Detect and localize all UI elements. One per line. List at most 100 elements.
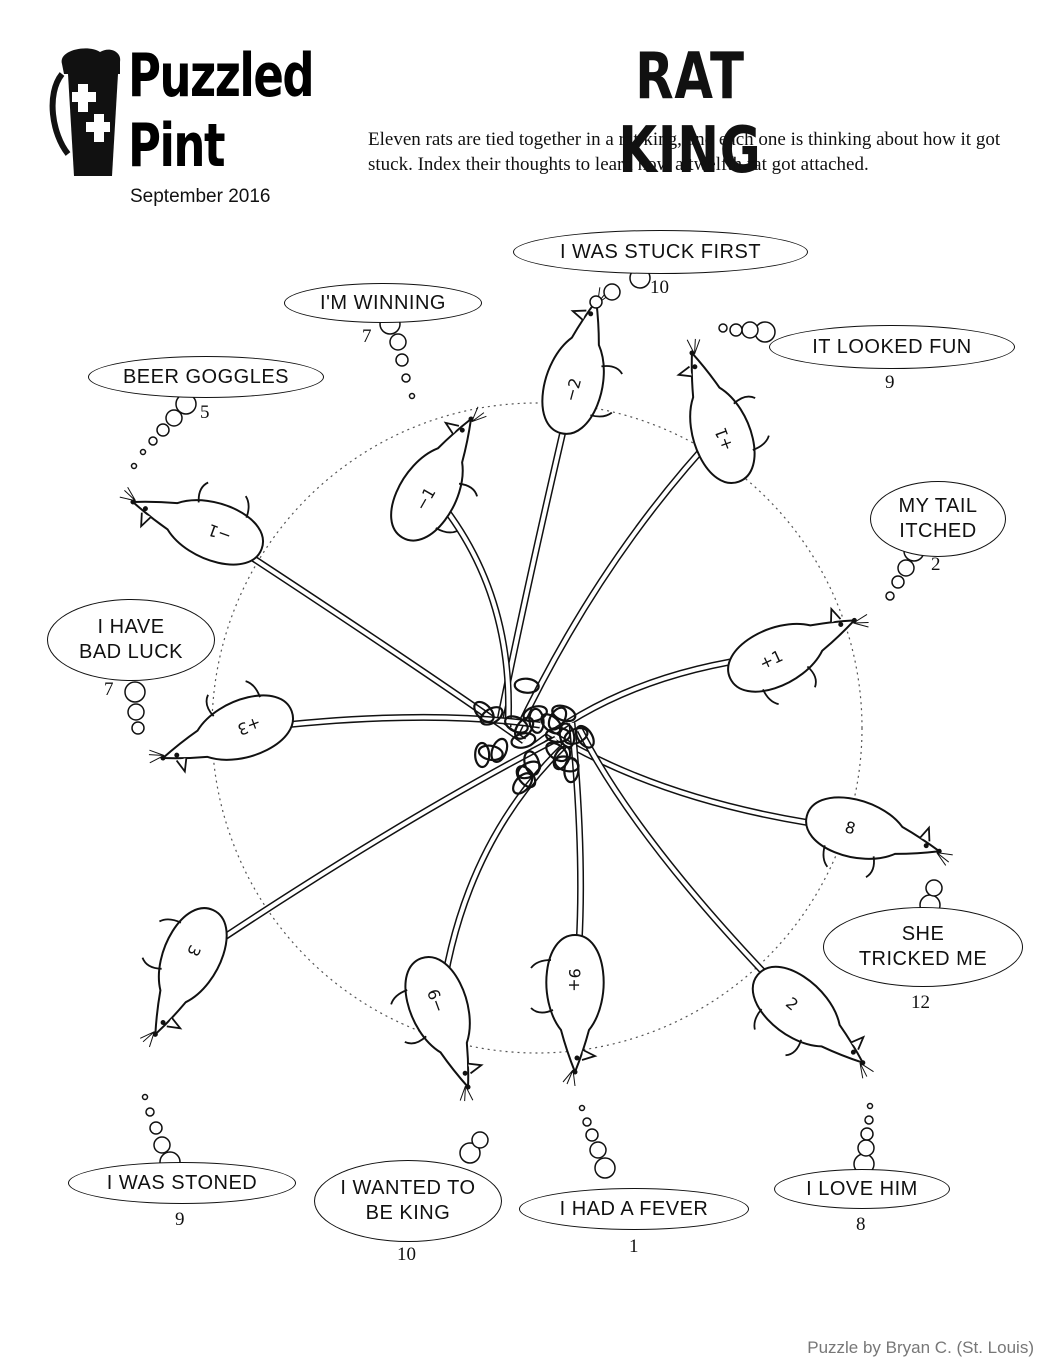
rat-whiskers: [562, 1069, 576, 1087]
rat-tail-inner: [188, 737, 557, 962]
rat-eye: [174, 752, 180, 758]
rat-ear: [830, 606, 842, 623]
rat: 9+: [530, 933, 605, 1087]
thought-number: 9: [885, 372, 895, 393]
knot-loop: [515, 765, 537, 789]
rat-body: [130, 499, 265, 566]
rat-ear: [581, 1049, 598, 1061]
tangled-tails: [188, 379, 861, 1013]
thought-trail-dot: [408, 392, 416, 400]
thought-text: MY TAIL ITCHED: [898, 495, 978, 542]
thought-bubble-tail-itched: MY TAIL ITCHED: [870, 481, 1006, 557]
rat-ear: [467, 1062, 484, 1075]
thought-trail-dot: [589, 295, 603, 309]
thought-trail-dot: [395, 353, 409, 367]
thought-bubble-winning: I'M WINNING: [284, 283, 482, 323]
knot-loop: [474, 741, 491, 769]
thought-trail-dot: [589, 1141, 607, 1159]
rat-legs: [590, 365, 623, 418]
rat-whiskers: [148, 749, 165, 764]
rat-ear: [676, 365, 693, 378]
tail-knot: [473, 677, 595, 795]
page-title: RAT KING: [618, 40, 762, 188]
thought-number: 10: [397, 1244, 416, 1265]
thought-number: 9: [175, 1209, 185, 1230]
knot-loop: [490, 737, 509, 763]
rat-ear: [850, 1035, 866, 1050]
thought-trail-dot: [149, 1121, 163, 1135]
rat-eye: [160, 1019, 166, 1025]
thought-bubble-bad-luck: I HAVE BAD LUCK: [47, 599, 215, 681]
knot-loop: [563, 757, 580, 784]
thought-trail-dot: [130, 462, 138, 470]
thought-text: SHE TRICKED ME: [858, 923, 988, 970]
thought-trail-dot: [891, 575, 905, 589]
logo-word-pint: Pint: [128, 111, 225, 181]
rat-body: [390, 416, 473, 542]
rat-eye: [588, 311, 594, 317]
thought-number: 12: [911, 992, 930, 1013]
thought-number: 5: [200, 402, 210, 423]
rat: 2: [751, 965, 874, 1079]
rat-label: 8: [843, 817, 858, 838]
thought-bubble-love-him: I LOVE HIM: [774, 1169, 950, 1209]
knot-loop: [513, 716, 535, 740]
rat-legs: [822, 845, 875, 878]
thought-number: 8: [856, 1214, 866, 1235]
rat-whiskers: [936, 852, 953, 866]
rat: +1: [727, 606, 869, 706]
thought-trail-dot: [866, 1102, 874, 1110]
thought-number: 2: [931, 554, 941, 575]
rat-ear: [175, 757, 188, 774]
puzzled-pint-logo: Puzzled Pint September 2016: [48, 44, 318, 214]
thought-trail-dot: [578, 1104, 586, 1112]
rat-eye: [850, 1049, 856, 1055]
rat: 3: [140, 907, 228, 1048]
thought-trail-dot: [864, 1115, 874, 1125]
thought-trail-dot: [165, 409, 183, 427]
rat-legs: [753, 1008, 803, 1057]
rat-whiskers: [853, 614, 869, 628]
logo-word-puzzled: Puzzled: [128, 41, 315, 111]
rat-legs: [762, 665, 817, 706]
puzzle-credit: Puzzle by Bryan C. (St. Louis): [807, 1338, 1034, 1357]
rat-tail-inner: [514, 428, 722, 735]
thought-trail-dot: [718, 323, 728, 333]
rat-whiskers: [459, 1085, 474, 1102]
rat-legs: [141, 918, 182, 970]
rat-ear: [570, 309, 587, 321]
rat-eye: [142, 506, 148, 512]
thought-number: 7: [362, 326, 372, 347]
thought-trail-dot: [131, 721, 145, 735]
thought-bubble-looked-fun: IT LOOKED FUN: [769, 325, 1015, 369]
rat-body: [727, 619, 857, 693]
thought-bubble-fever: I HAD A FEVER: [519, 1188, 749, 1230]
rat-whiskers: [686, 338, 701, 355]
thought-trail-dot: [471, 1131, 489, 1149]
rat-ear: [140, 512, 152, 529]
thought-text: I LOVE HIM: [806, 1177, 918, 1200]
rat-whiskers: [140, 1031, 155, 1048]
rat-tail: [512, 427, 723, 736]
rat-legs: [530, 959, 554, 1014]
thought-trail-dot: [148, 436, 158, 446]
rat-legs: [435, 482, 478, 534]
thought-trail-dot: [389, 333, 407, 351]
rat-legs: [197, 481, 250, 519]
thought-trail-dot: [401, 373, 411, 383]
thought-trail-dot: [729, 323, 743, 337]
knot-loop: [513, 677, 540, 694]
knot-loop: [551, 704, 577, 723]
thought-trail-dot: [741, 321, 759, 339]
knot-loop: [558, 722, 576, 749]
intro-text: Eleven rats are tied together in a rat k…: [368, 129, 1001, 175]
rat: +3: [148, 680, 295, 774]
knot-loop: [547, 706, 568, 731]
thought-bubble-stoned: I WAS STONED: [68, 1162, 296, 1204]
knot-loop: [512, 772, 534, 795]
rat-eye: [459, 427, 465, 433]
rat-body: [689, 350, 756, 485]
thought-trail-dot: [594, 1157, 616, 1179]
